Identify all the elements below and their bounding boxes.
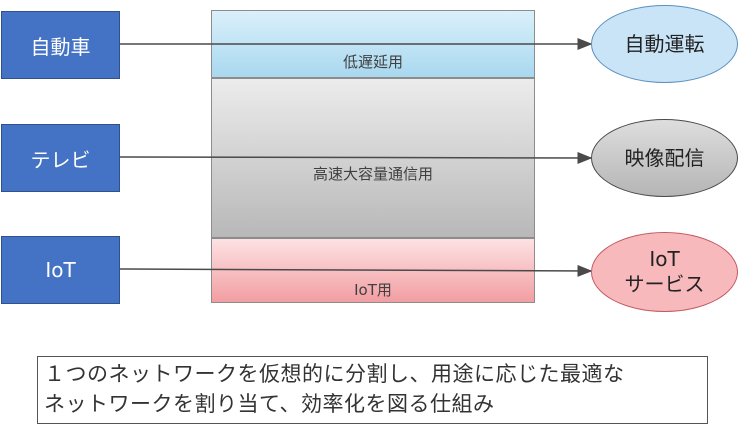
source-iot: IoT bbox=[1, 236, 120, 304]
dest-autonomous-driving-label: 自動運転 bbox=[624, 31, 705, 56]
dest-autonomous-driving: 自動運転 bbox=[591, 5, 738, 83]
source-tv-label: テレビ bbox=[30, 147, 91, 172]
source-iot-label: IoT bbox=[45, 258, 76, 282]
dest-video-streaming-label: 映像配信 bbox=[624, 145, 705, 170]
dest-video-streaming: 映像配信 bbox=[591, 119, 738, 197]
slice-iot-label: IoT用 bbox=[354, 281, 392, 299]
summary-line-2: ネットワークを割り当て、効率化を図る仕組み bbox=[44, 392, 495, 416]
dest-iot-service-label: IoT サービス bbox=[624, 247, 705, 296]
slice-high-speed-label: 高速大容量通信用 bbox=[312, 165, 433, 183]
source-car-label: 自動車 bbox=[30, 34, 91, 59]
slice-low-latency-label: 低遅延用 bbox=[342, 53, 403, 71]
arrow-tv bbox=[119, 151, 593, 164]
summary-line-1: １つのネットワークを仮想的に分割し、用途に応じた最適な bbox=[44, 362, 625, 386]
summary-caption: １つのネットワークを仮想的に分割し、用途に応じた最適な ネットワークを割り当て、… bbox=[37, 356, 708, 424]
source-tv: テレビ bbox=[1, 124, 120, 192]
dest-iot-service: IoT サービス bbox=[591, 232, 738, 312]
source-car: 自動車 bbox=[1, 11, 120, 79]
arrow-iot bbox=[119, 264, 593, 277]
